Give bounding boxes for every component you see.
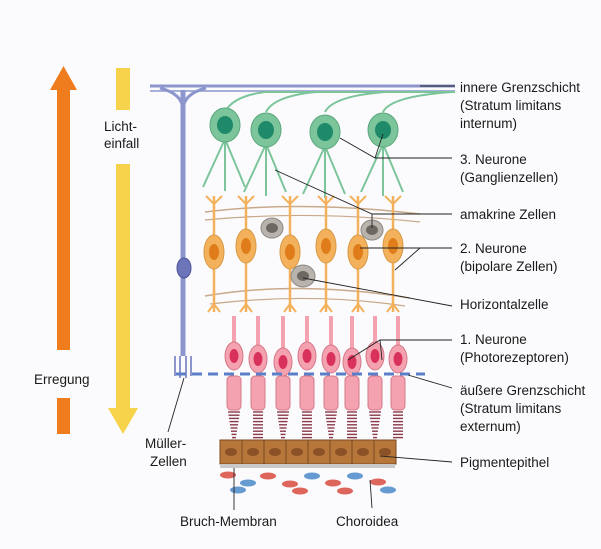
pigment-epithelium bbox=[220, 440, 396, 464]
pigment-nucleus bbox=[225, 448, 237, 456]
licht-label-line2: einfall bbox=[104, 136, 139, 151]
mueller-line2: Zellen bbox=[150, 454, 187, 469]
photoreceptor-nucleus bbox=[394, 352, 403, 366]
photoreceptor-nucleus bbox=[279, 355, 288, 369]
amakrine-line1: amakrine Zellen bbox=[460, 207, 556, 222]
choroid-vessel bbox=[292, 488, 308, 495]
choroid-vessel bbox=[370, 479, 386, 486]
bipolar-nucleus bbox=[321, 238, 331, 254]
photoreceptor-inner-segment bbox=[276, 376, 290, 410]
photoreceptor-nucleus bbox=[254, 352, 263, 366]
choroidea-label: Choroidea bbox=[336, 514, 399, 529]
innere-line2: (Stratum limitans bbox=[460, 98, 562, 113]
photoreceptor-inner-segment bbox=[227, 376, 241, 410]
aeussere-line1: äußere Grenzschicht bbox=[460, 383, 586, 398]
choroid-vessel bbox=[347, 473, 363, 480]
bipolar-nucleus bbox=[388, 238, 398, 254]
bipolar-nucleus bbox=[285, 244, 295, 260]
pigment-nucleus bbox=[313, 448, 325, 456]
choroid-vessel bbox=[304, 473, 320, 480]
licht-label-line1: Licht- bbox=[104, 119, 137, 134]
bruch-label: Bruch-Membran bbox=[180, 514, 277, 529]
photoreceptor-nucleus bbox=[327, 352, 336, 366]
photoreceptor-outer-segment bbox=[393, 412, 403, 438]
pigment-nucleus bbox=[269, 448, 281, 456]
mueller-nucleus bbox=[177, 258, 191, 278]
neurone2-line1: 2. Neurone bbox=[460, 241, 527, 256]
ganglion-nucleus bbox=[375, 121, 391, 139]
pigment-line1: Pigmentepithel bbox=[460, 455, 549, 470]
horizontal-line1: Horizontalzelle bbox=[460, 297, 549, 312]
photoreceptor-inner-segment bbox=[300, 376, 314, 410]
neurone2-line2: (bipolare Zellen) bbox=[460, 259, 558, 274]
erregung-arrow-tail bbox=[57, 398, 70, 434]
licht-arrow-top bbox=[116, 68, 130, 110]
aeussere-line2: (Stratum limitans bbox=[460, 401, 562, 416]
pigment-nucleus bbox=[247, 448, 259, 456]
photoreceptor-nucleus bbox=[230, 349, 239, 363]
choroid-vessel bbox=[380, 487, 396, 494]
choroid-vessel bbox=[337, 488, 353, 495]
aeussere-line3: externum) bbox=[460, 419, 521, 434]
photoreceptor-nucleus bbox=[303, 349, 312, 363]
photoreceptor-inner-segment bbox=[251, 376, 265, 410]
bruch-membrane bbox=[220, 464, 395, 468]
mueller-line1: Müller- bbox=[145, 436, 186, 451]
pigment-nucleus bbox=[357, 448, 369, 456]
bipolar-nucleus bbox=[353, 244, 363, 260]
licht-arrow-shaft bbox=[116, 164, 130, 410]
innere-line1: innere Grenzschicht bbox=[460, 80, 580, 95]
choroid-vessel bbox=[240, 480, 256, 487]
neurone1-line1: 1. Neurone bbox=[460, 332, 527, 347]
pigment-nucleus bbox=[379, 448, 391, 456]
amacrine-nucleus bbox=[266, 223, 278, 233]
photoreceptor-nucleus bbox=[371, 349, 380, 363]
photoreceptor-outer-segment bbox=[347, 412, 357, 438]
innere-line3: internum) bbox=[460, 116, 517, 131]
pigment-nucleus bbox=[291, 448, 303, 456]
choroid-vessel bbox=[260, 473, 276, 480]
erregung-label: Erregung bbox=[34, 372, 90, 387]
choroid-vessel bbox=[325, 480, 341, 487]
photoreceptor-inner-segment bbox=[391, 376, 405, 410]
photoreceptor-inner-segment bbox=[345, 376, 359, 410]
choroid-vessel bbox=[230, 487, 246, 494]
neurone3-line2: (Ganglienzellen) bbox=[460, 170, 558, 185]
ganglion-nucleus bbox=[258, 121, 274, 139]
photoreceptor-outer-segment bbox=[302, 412, 312, 438]
pigment-nucleus bbox=[335, 448, 347, 456]
photoreceptor-inner-segment bbox=[368, 376, 382, 410]
ganglion-nucleus bbox=[217, 116, 233, 134]
choroid-vessel bbox=[282, 481, 298, 488]
neurone3-line1: 3. Neurone bbox=[460, 152, 527, 167]
photoreceptor-outer-segment bbox=[253, 412, 263, 438]
photoreceptor-inner-segment bbox=[324, 376, 338, 410]
horizontal-nucleus bbox=[297, 271, 309, 281]
neurone1-line2: (Photorezeptoren) bbox=[460, 350, 569, 365]
bipolar-nucleus bbox=[209, 244, 219, 260]
ganglion-nucleus bbox=[317, 123, 333, 141]
erregung-arrow-shaft bbox=[57, 88, 70, 350]
bipolar-nucleus bbox=[241, 238, 251, 254]
